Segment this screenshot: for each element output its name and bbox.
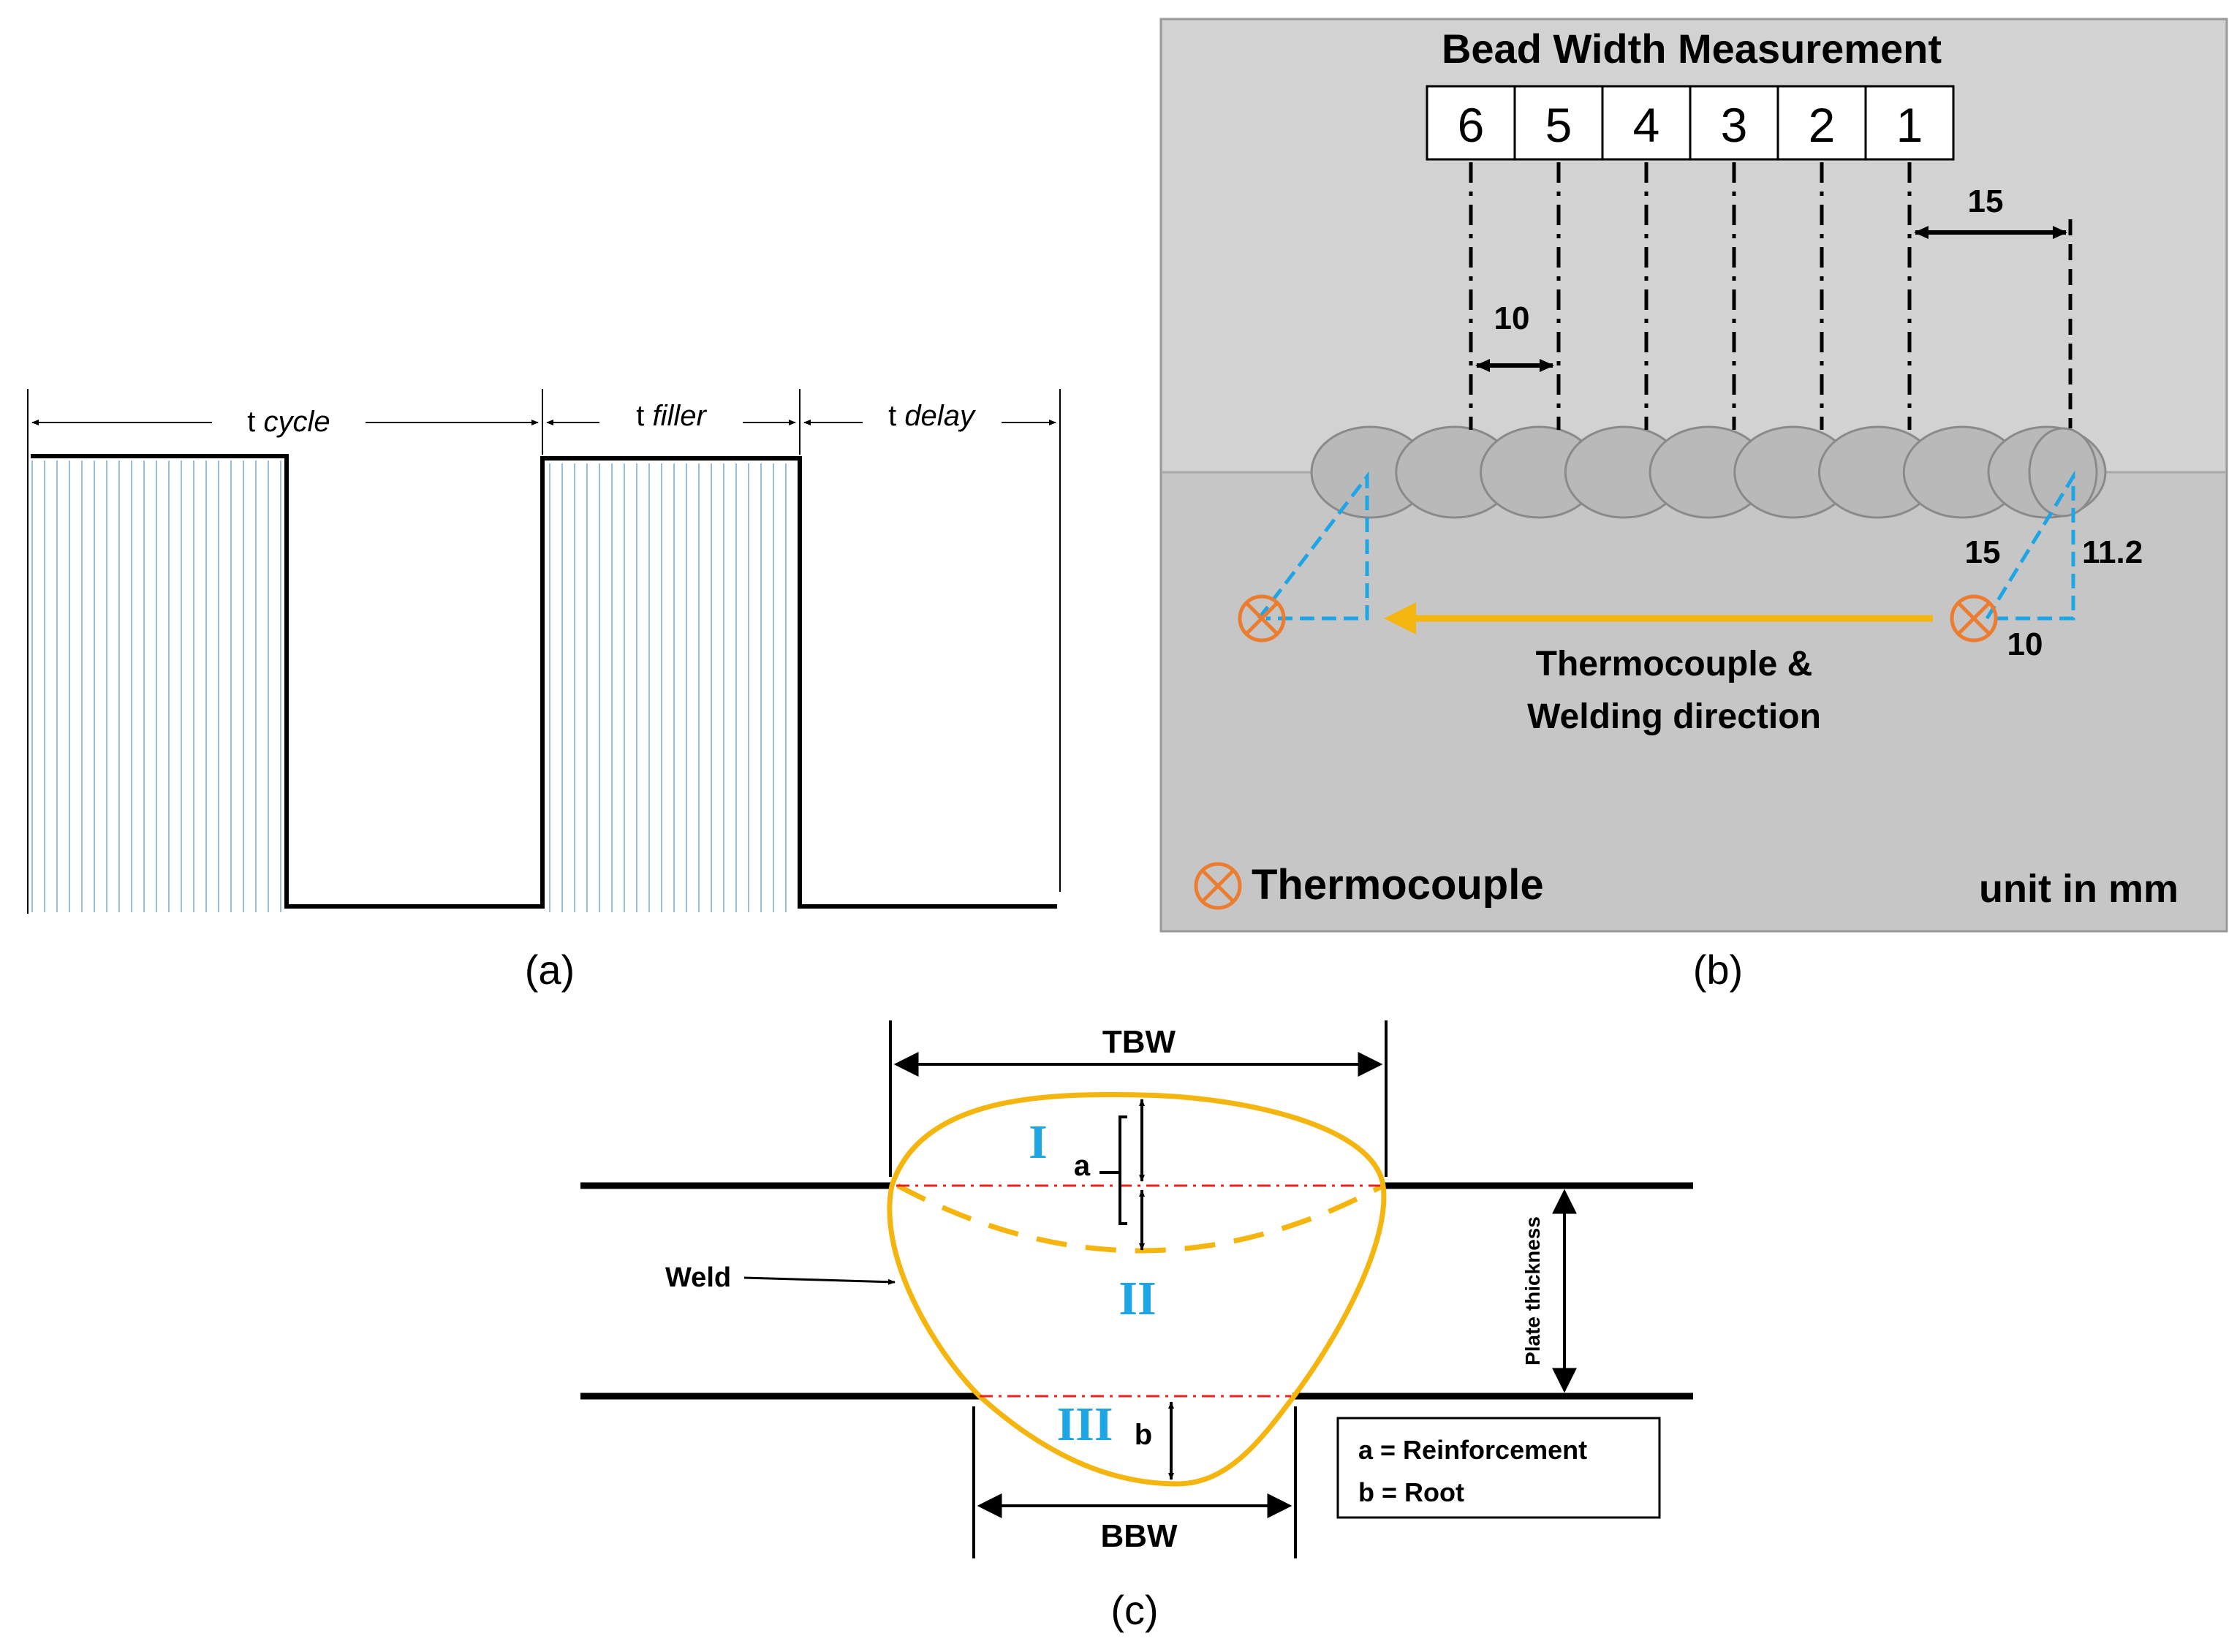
- thermocouple-icon-right: [1950, 594, 1998, 643]
- t-filler-label: t filler: [636, 400, 707, 432]
- dim-tc-vertical-label: 11.2: [2082, 534, 2143, 570]
- tbw-label: TBW: [1102, 1024, 1176, 1060]
- caption-c: (c): [1110, 1587, 1158, 1633]
- position-label-5: 5: [1545, 98, 1572, 152]
- legend-b: b = Root: [1358, 1477, 1464, 1507]
- weld-leader: [743, 1276, 896, 1285]
- t-cycle-label: t cycle: [247, 406, 330, 438]
- thermocouple-legend-icon: [1194, 862, 1242, 910]
- unit-label: unit in mm: [1979, 867, 2179, 911]
- thermocouple-legend-label: Thermocouple: [1252, 861, 1544, 909]
- reinforcement-bracket: [1118, 1115, 1127, 1225]
- position-label-3: 3: [1721, 98, 1748, 152]
- direction-label-line2: Welding direction: [1527, 697, 1821, 736]
- thermocouple-icon-left: [1238, 594, 1286, 643]
- measurement-lines: [1469, 162, 1912, 430]
- weld-profile: [887, 1091, 1387, 1487]
- bead-end-cap: [2028, 427, 2098, 518]
- legend-a: a = Reinforcement: [1358, 1435, 1587, 1465]
- t-delay-label: t delay: [888, 400, 977, 432]
- zone-label-iii: III: [1056, 1398, 1113, 1451]
- caption-a: (a): [525, 947, 575, 993]
- zone-label-ii: II: [1118, 1272, 1156, 1325]
- position-label-4: 4: [1633, 98, 1660, 152]
- weld-bead: [1310, 425, 2107, 519]
- label-a: a: [1074, 1150, 1091, 1182]
- dim-spacing-label: 10: [1494, 300, 1530, 336]
- plate-thickness-label: Plate thickness: [1521, 1216, 1544, 1365]
- thermocouple-offset-left: [1257, 471, 1369, 621]
- legend-box: [1336, 1417, 1661, 1519]
- dim-end-offset-label: 15: [1968, 183, 2004, 219]
- label-b: b: [1135, 1419, 1152, 1451]
- position-label-6: 6: [1458, 98, 1485, 152]
- caption-b: (b): [1693, 947, 1743, 993]
- filler-hatch-2: [549, 463, 787, 912]
- measurement-boxes: 6 5 4 3 2 1: [1426, 85, 1955, 161]
- panel-a: t cycle t filler t delay (a): [27, 389, 1061, 993]
- dim-tc-horizontal-label: 10: [2007, 626, 2043, 662]
- panel-b: Bead Width Measurement 6 5 4 3 2 1 10: [1159, 18, 2228, 993]
- position-label-1: 1: [1896, 98, 1923, 152]
- zone-label-i: I: [1029, 1115, 1048, 1169]
- dim-tc-diag-label: 15: [1965, 534, 2001, 570]
- position-label-2: 2: [1809, 98, 1836, 152]
- weld-label: Weld: [665, 1262, 731, 1293]
- bead-width-title: Bead Width Measurement: [1442, 26, 1942, 72]
- filler-hatch-1: [31, 461, 281, 912]
- bbw-label: BBW: [1100, 1518, 1178, 1554]
- direction-label-line1: Thermocouple &: [1536, 645, 1813, 683]
- waveform: [31, 454, 1057, 909]
- panel-c: TBW BBW a b I II III Weld Plate thicknes…: [580, 1020, 1693, 1633]
